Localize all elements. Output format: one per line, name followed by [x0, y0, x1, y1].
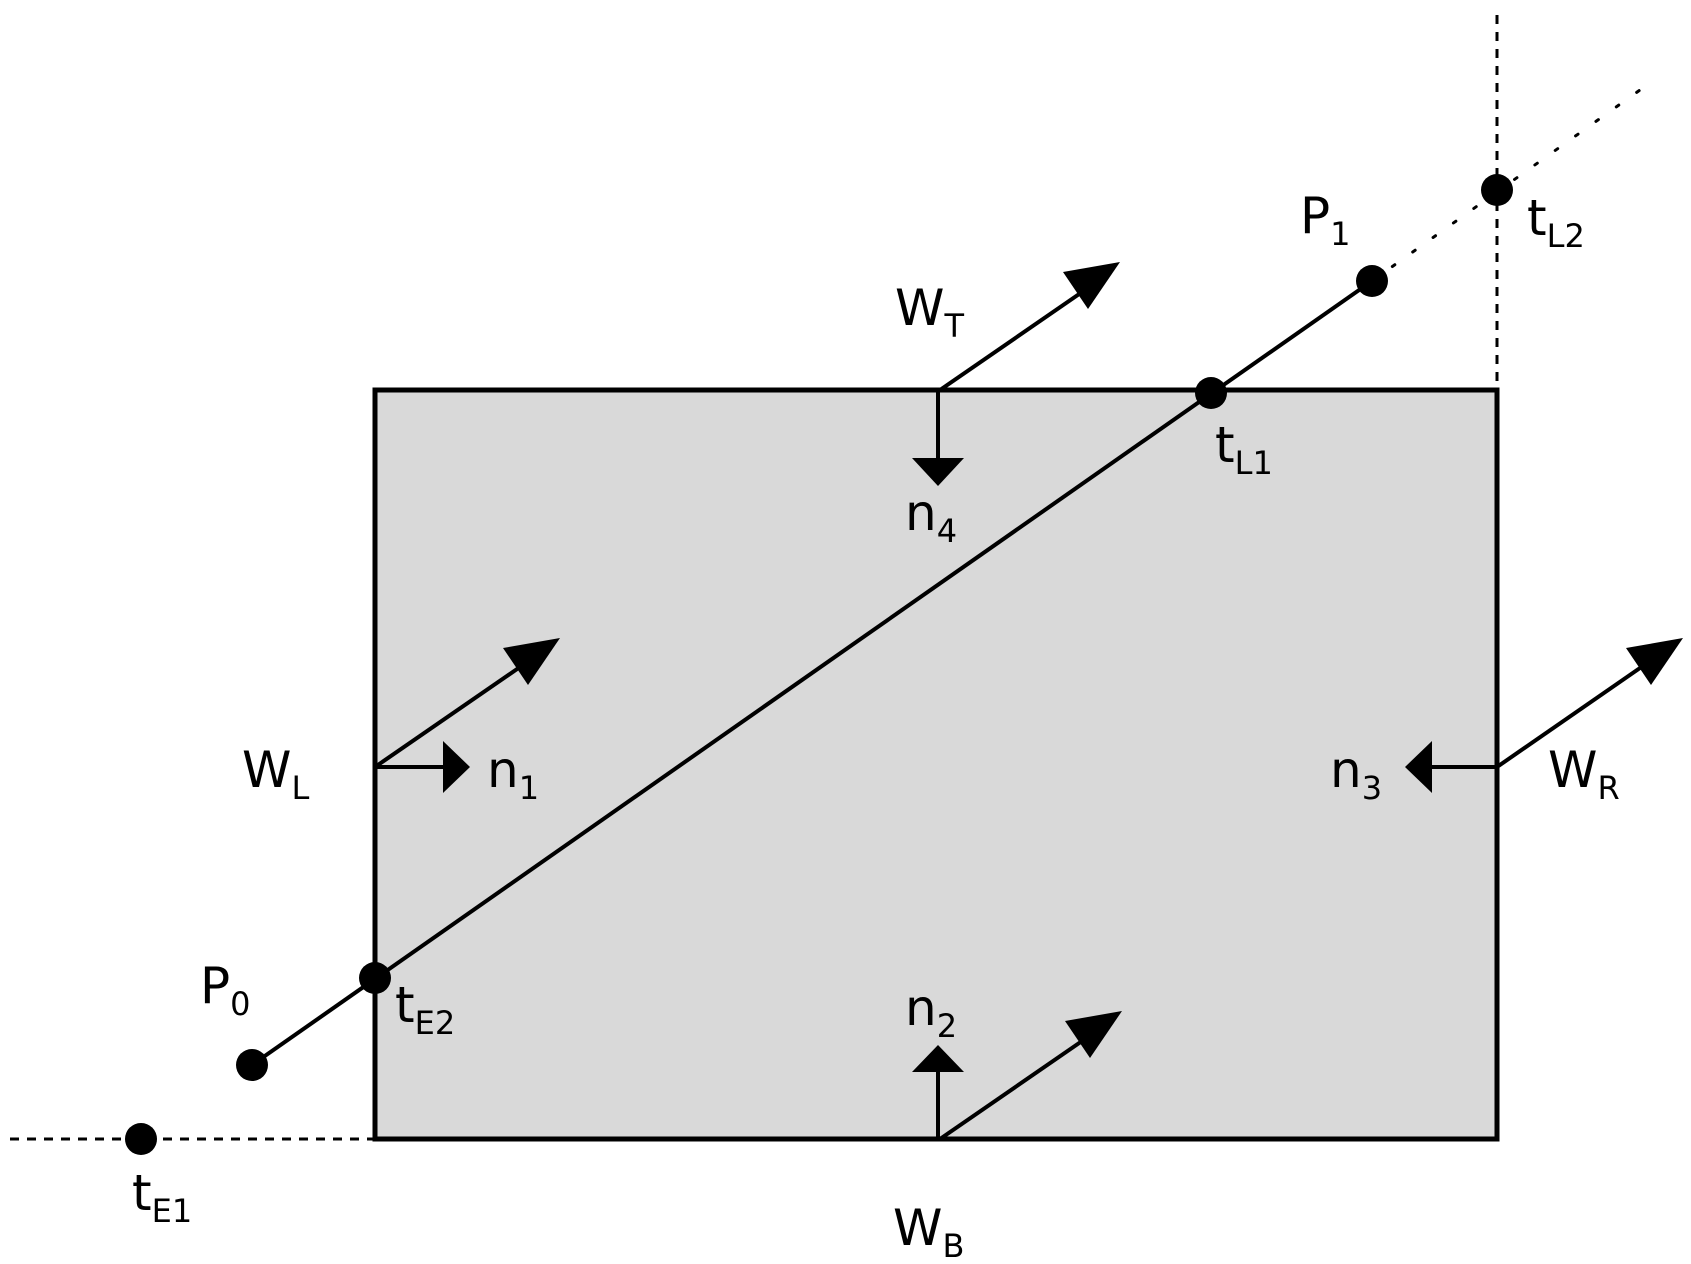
point-p1: [1356, 265, 1388, 297]
arrow-w-b: [938, 1037, 1087, 1141]
arrow-w-t-head: [1063, 262, 1120, 309]
label-p1: P1: [1300, 187, 1351, 253]
clip-window: [372, 387, 1500, 1142]
arrow-w-r: [1495, 666, 1642, 769]
label-w-b: WB: [893, 1199, 964, 1264]
label-w-t: WT: [895, 279, 964, 345]
label-p0: P0: [200, 957, 251, 1023]
point-p0: [236, 1049, 268, 1081]
label-n2: n2: [905, 979, 957, 1045]
normal-n4-head: [912, 458, 964, 486]
label-t-e2: tE2: [395, 976, 455, 1042]
label-n1: n1: [487, 741, 539, 807]
point-t-l1: [1195, 377, 1227, 409]
label-n3: n3: [1330, 741, 1382, 807]
arrow-w-t: [938, 288, 1087, 392]
label-t-l1: tL1: [1215, 416, 1273, 482]
normal-n1-head: [443, 741, 470, 793]
normal-n2-head: [912, 1045, 964, 1072]
point-t-e2: [359, 962, 391, 994]
normal-n3-head: [1405, 741, 1432, 793]
label-w-r: WR: [1548, 741, 1620, 807]
point-t-e1: [125, 1123, 157, 1155]
line-segment-p0-p1: [250, 279, 1374, 1067]
arrow-w-l: [373, 665, 522, 769]
point-t-l2: [1481, 174, 1513, 206]
edge-direction-arrows: [373, 262, 1683, 1141]
label-t-e1: tE1: [132, 1164, 192, 1230]
label-n4: n4: [905, 484, 957, 550]
arrow-w-r-head: [1626, 638, 1683, 685]
normal-arrows: [375, 390, 1497, 1139]
arrow-w-b-head: [1065, 1011, 1122, 1058]
points: [125, 174, 1513, 1155]
line-extension: [1370, 88, 1642, 283]
label-w-l: WL: [242, 741, 309, 807]
arrow-w-l-head: [503, 638, 560, 685]
label-t-l2: tL2: [1527, 189, 1585, 255]
